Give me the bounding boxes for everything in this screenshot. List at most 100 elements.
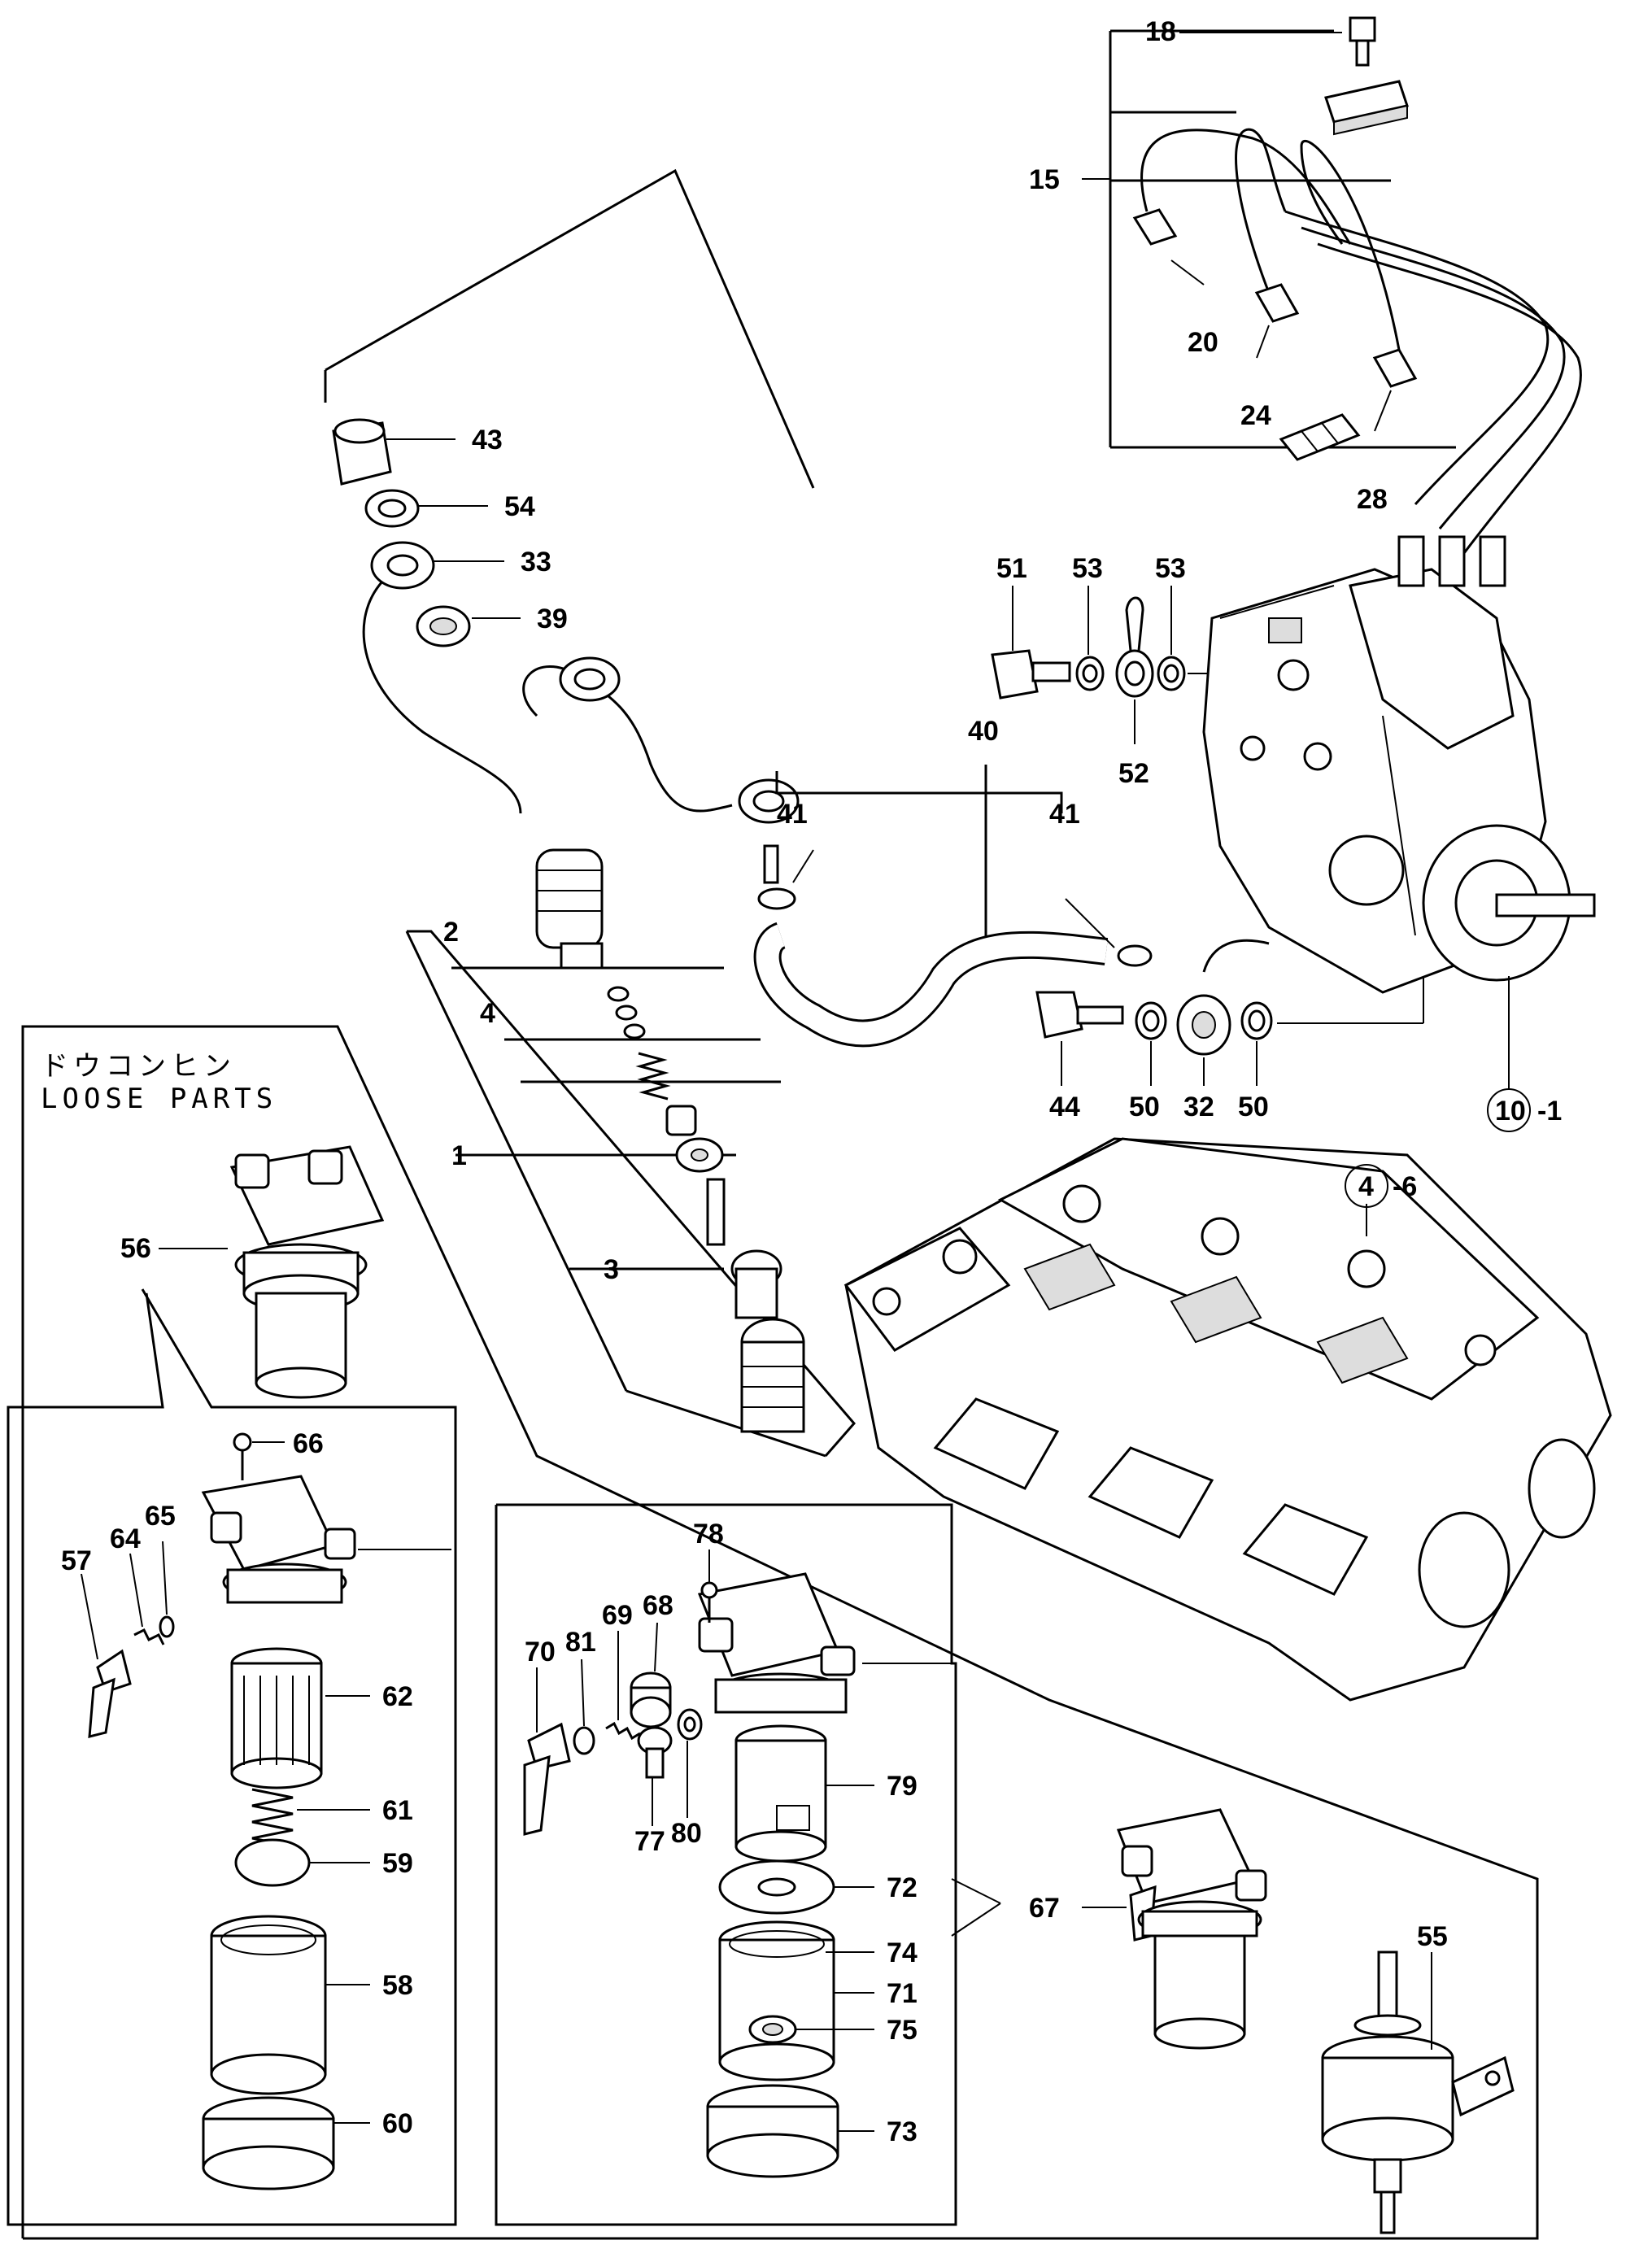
washer-50a (1135, 1001, 1167, 1040)
callout-74: 74 (887, 1937, 918, 1968)
callout-66: 66 (293, 1428, 324, 1459)
callout-71: 71 (887, 1978, 918, 2009)
callout-50b: 50 (1238, 1092, 1269, 1122)
callout-68: 68 (643, 1590, 673, 1621)
washer-50b (1240, 1001, 1273, 1040)
callout-75: 75 (887, 2015, 918, 2046)
spring (635, 1052, 671, 1101)
hose-clip-41b (1117, 944, 1153, 967)
nozzle-holder-2 (535, 848, 604, 970)
ref-callout-4 (1345, 1164, 1388, 1208)
callout-41a: 41 (777, 799, 808, 830)
loose-parts-title-en: LOOSE PARTS (41, 1083, 277, 1115)
fuel-filter-67-assembly (1082, 1808, 1267, 2050)
pipe-end-33 (370, 541, 435, 590)
callout-32: 32 (1183, 1092, 1214, 1122)
float-75 (748, 2015, 874, 2044)
callout-59: 59 (382, 1848, 413, 1879)
callout-58: 58 (382, 1970, 413, 2001)
banjo-bolt-51 (991, 649, 1071, 700)
oring-59 (234, 1838, 370, 1887)
callout-1: 1 (451, 1140, 467, 1171)
banjo-upper-group (991, 586, 1257, 744)
callout-44: 44 (1049, 1092, 1080, 1122)
callout-51: 51 (996, 553, 1027, 584)
loose-parts-title-jp: ドウコンヒン (41, 1050, 236, 1083)
pipe-bracket-group (1082, 16, 1582, 554)
filter-head-67 (697, 1572, 856, 1714)
callout-54: 54 (504, 491, 535, 522)
screw-66 (233, 1432, 285, 1480)
inline-fuel-filter-55 (1321, 1950, 1515, 2234)
callout-70: 70 (525, 1637, 556, 1667)
spring-61 (251, 1788, 370, 1848)
nozzle-nut (740, 1318, 805, 1433)
spring-64 (129, 1553, 165, 1645)
pipe-nut-24 (1254, 283, 1300, 323)
sub-frame-1 (7, 1288, 457, 2226)
callout-80: 80 (671, 1818, 702, 1849)
callout-81: 81 (565, 1627, 596, 1658)
callout-18: 18 (1145, 16, 1176, 47)
nut-43 (332, 418, 392, 486)
element-79 (734, 1724, 874, 1863)
banjo-32 (1176, 994, 1231, 1056)
callout-60: 60 (382, 2108, 413, 2139)
return-hose-group (753, 744, 1424, 1086)
callout-73: 73 (887, 2116, 918, 2147)
callout-33: 33 (521, 547, 551, 578)
lever-70 (523, 1667, 571, 1836)
cup-58 (210, 1915, 370, 2095)
washer-39 (416, 605, 471, 647)
ring-nut-60 (202, 2096, 370, 2190)
bolt-77 (637, 1726, 673, 1826)
callout-52: 52 (1118, 758, 1149, 789)
callout-57: 57 (61, 1545, 92, 1576)
callout-3: 3 (604, 1254, 619, 1285)
loose-parts-title: ドウコンヒン LOOSE PARTS (41, 1050, 277, 1115)
part-callouts: 18 15 20 24 28 43 54 33 39 51 53 53 52 4… (61, 16, 1562, 2147)
callout-53a: 53 (1072, 553, 1103, 584)
callout-41b: 41 (1049, 799, 1080, 830)
element-62 (230, 1647, 370, 1789)
callout-50a: 50 (1129, 1092, 1160, 1122)
screw-78 (700, 1549, 718, 1623)
washer-80 (677, 1708, 703, 1818)
ref-callout-10 (1487, 976, 1531, 1132)
pipe-nut-28 (1372, 348, 1418, 388)
nozzle-3 (706, 1178, 782, 1319)
banjo-bolt-44 (1035, 991, 1124, 1039)
fuel-filter-56 (159, 1145, 385, 1399)
callout-62: 62 (382, 1681, 413, 1712)
bolt-18 (1349, 16, 1376, 67)
callout-40: 40 (968, 716, 999, 747)
filter-head (201, 1475, 451, 1604)
callout-69: 69 (602, 1600, 633, 1631)
callout-61: 61 (382, 1795, 413, 1826)
callout-4-suffix: -6 (1393, 1171, 1417, 1202)
callout-64: 64 (110, 1523, 141, 1554)
pipe-clamp-bottom (1279, 413, 1361, 461)
callout-78: 78 (693, 1519, 724, 1549)
callout-2: 2 (443, 917, 459, 948)
sub-frame-2 (495, 1503, 957, 2226)
callout-72: 72 (887, 1872, 918, 1903)
callout-28: 28 (1357, 484, 1388, 515)
callout-43: 43 (472, 425, 503, 455)
cock-lever-57 (81, 1573, 132, 1738)
leader-67-line-2 (951, 1902, 1001, 1937)
injector-group (405, 848, 856, 1458)
spring-69 (605, 1631, 641, 1741)
callout-53b: 53 (1155, 553, 1186, 584)
cylinder-head (843, 1137, 1612, 1702)
callout-77: 77 (634, 1826, 665, 1857)
injection-pump (1202, 535, 1596, 994)
shims-4 (607, 986, 646, 1040)
washer-53b (1157, 656, 1186, 691)
oring-65 (159, 1541, 175, 1638)
callout-10-suffix: -1 (1537, 1096, 1562, 1127)
leak-off-pipe-group (324, 168, 815, 824)
spacer-1 (675, 1137, 724, 1173)
ring-nut-73 (706, 2084, 874, 2178)
callout-4-head: 4 (1358, 1171, 1374, 1202)
